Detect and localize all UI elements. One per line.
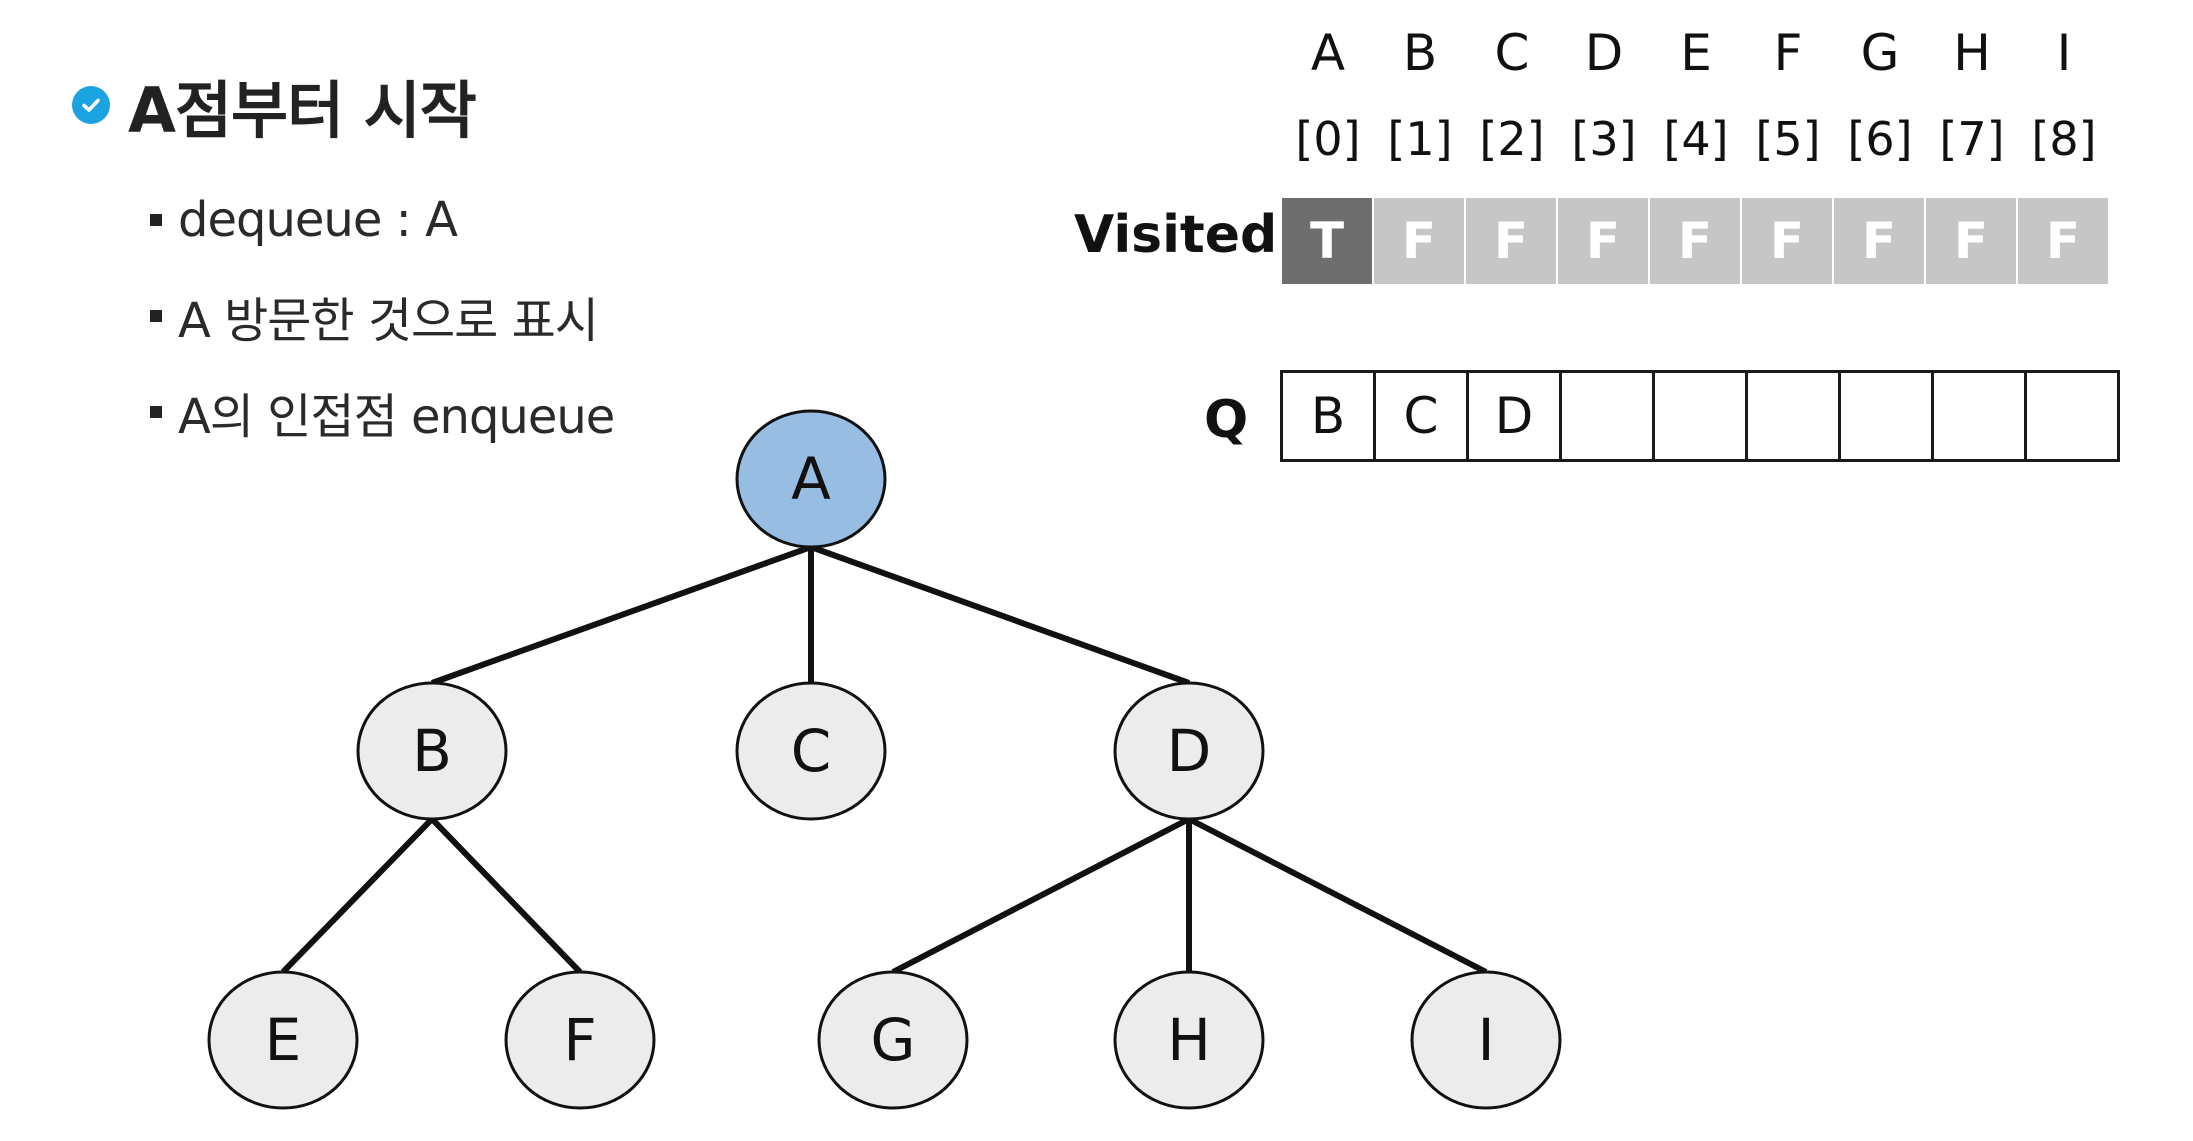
vertex-letter: I [2056,24,2072,82]
tree-node-D: D [1113,681,1265,821]
tree-node-C: C [735,681,887,821]
tree-edge-B-F [429,816,583,975]
vertex-letter: B [1402,24,1438,82]
tree-node-label: E [265,1006,302,1074]
vertex-letter: H [1953,24,1991,82]
tree-node-E: E [207,970,359,1110]
tree-node-circle [356,681,508,821]
tree-node-circle [1410,970,1562,1110]
array-index: [7] [1939,112,2005,166]
tree-node-A: A [735,409,887,549]
tree-node-F: F [504,970,656,1110]
visited-cell: F [1650,198,1740,284]
tree-node-circle [817,970,969,1110]
visited-label: Visited [1074,205,1278,265]
tree-node-label: F [563,1006,596,1074]
vertex-letter: F [1773,24,1803,82]
vertex-letter: A [1310,24,1346,82]
bullet-item: dequeue : A [150,172,614,268]
queue-cell: B [1283,373,1376,459]
tree-node-label: A [791,445,831,513]
queue-label: Q [1204,390,1249,450]
tree-node-circle [735,681,887,821]
bullet-item: A 방문한 것으로 표시 [150,268,614,364]
tree-node-circle [1113,970,1265,1110]
slide-title: A점부터 시작 [128,74,477,147]
array-index: [5] [1755,112,1821,166]
bullet-list: dequeue : A A 방문한 것으로 표시 A의 인접점 enqueue [150,172,615,460]
tree-node-circle [1113,681,1265,821]
array-index: [1] [1387,112,1453,166]
check-circle-icon [72,86,110,124]
visited-cell: F [1374,198,1464,284]
visited-cell: F [1926,198,2016,284]
vertex-letter: G [1860,24,1900,82]
queue-cell: D [1469,373,1562,459]
queue-cell [1562,373,1655,459]
tree-node-I: I [1410,970,1562,1110]
tree-node-label: I [1477,1006,1494,1074]
tree-edge-A-B [430,544,813,686]
tree-node-H: H [1113,970,1265,1110]
tree-node-label: C [791,717,832,785]
vertex-letter: C [1494,24,1530,82]
vertex-letter: D [1584,24,1624,82]
bullet-item: A의 인접점 enqueue [150,364,615,460]
bullet-text: A 방문한 것으로 표시 [178,293,599,349]
visited-cell: F [2018,198,2108,284]
bullet-text: A의 인접점 enqueue [178,389,615,445]
tree-node-label: G [871,1006,916,1074]
array-index: [6] [1847,112,1913,166]
queue-array: B C D [1280,370,2120,462]
visited-cell: F [1834,198,1924,284]
array-index: [2] [1479,112,1545,166]
title-row: A점부터 시작 [72,60,477,150]
queue-cell [1655,373,1748,459]
array-index: [0] [1295,112,1361,166]
visited-cell: F [1558,198,1648,284]
square-bullet-icon [150,310,162,322]
queue-cell: C [1376,373,1469,459]
queue-cell [1841,373,1934,459]
tree-edge-D-I [1187,816,1488,975]
array-index: [8] [2031,112,2097,166]
tree-node-label: D [1167,717,1212,785]
tree-node-circle [504,970,656,1110]
tree-node-G: G [817,970,969,1110]
visited-cell: F [1742,198,1832,284]
square-bullet-icon [150,214,162,226]
visited-array: T F F F F F F F F [1282,198,2110,284]
vertex-letter: E [1680,24,1712,82]
array-index: [3] [1571,112,1637,166]
tree-edge-A-D [809,544,1191,686]
square-bullet-icon [150,406,162,418]
visited-cell: T [1282,198,1372,284]
tree-node-label: B [412,717,452,785]
array-index-header: [0] [1] [2] [3] [4] [5] [6] [7] [8] [1282,112,2110,166]
visited-cell: F [1466,198,1556,284]
tree-node-label: H [1167,1006,1211,1074]
tree-edge-B-E [280,816,435,975]
queue-cell [1748,373,1841,459]
queue-cell [1934,373,2027,459]
tree-edge-D-G [891,816,1191,975]
tree-node-circle [735,409,887,549]
tree-node-circle [207,970,359,1110]
vertex-letter-header: A B C D E F G H I [1282,24,2110,82]
bullet-text: dequeue : A [178,192,458,248]
tree-node-B: B [356,681,508,821]
array-index: [4] [1663,112,1729,166]
